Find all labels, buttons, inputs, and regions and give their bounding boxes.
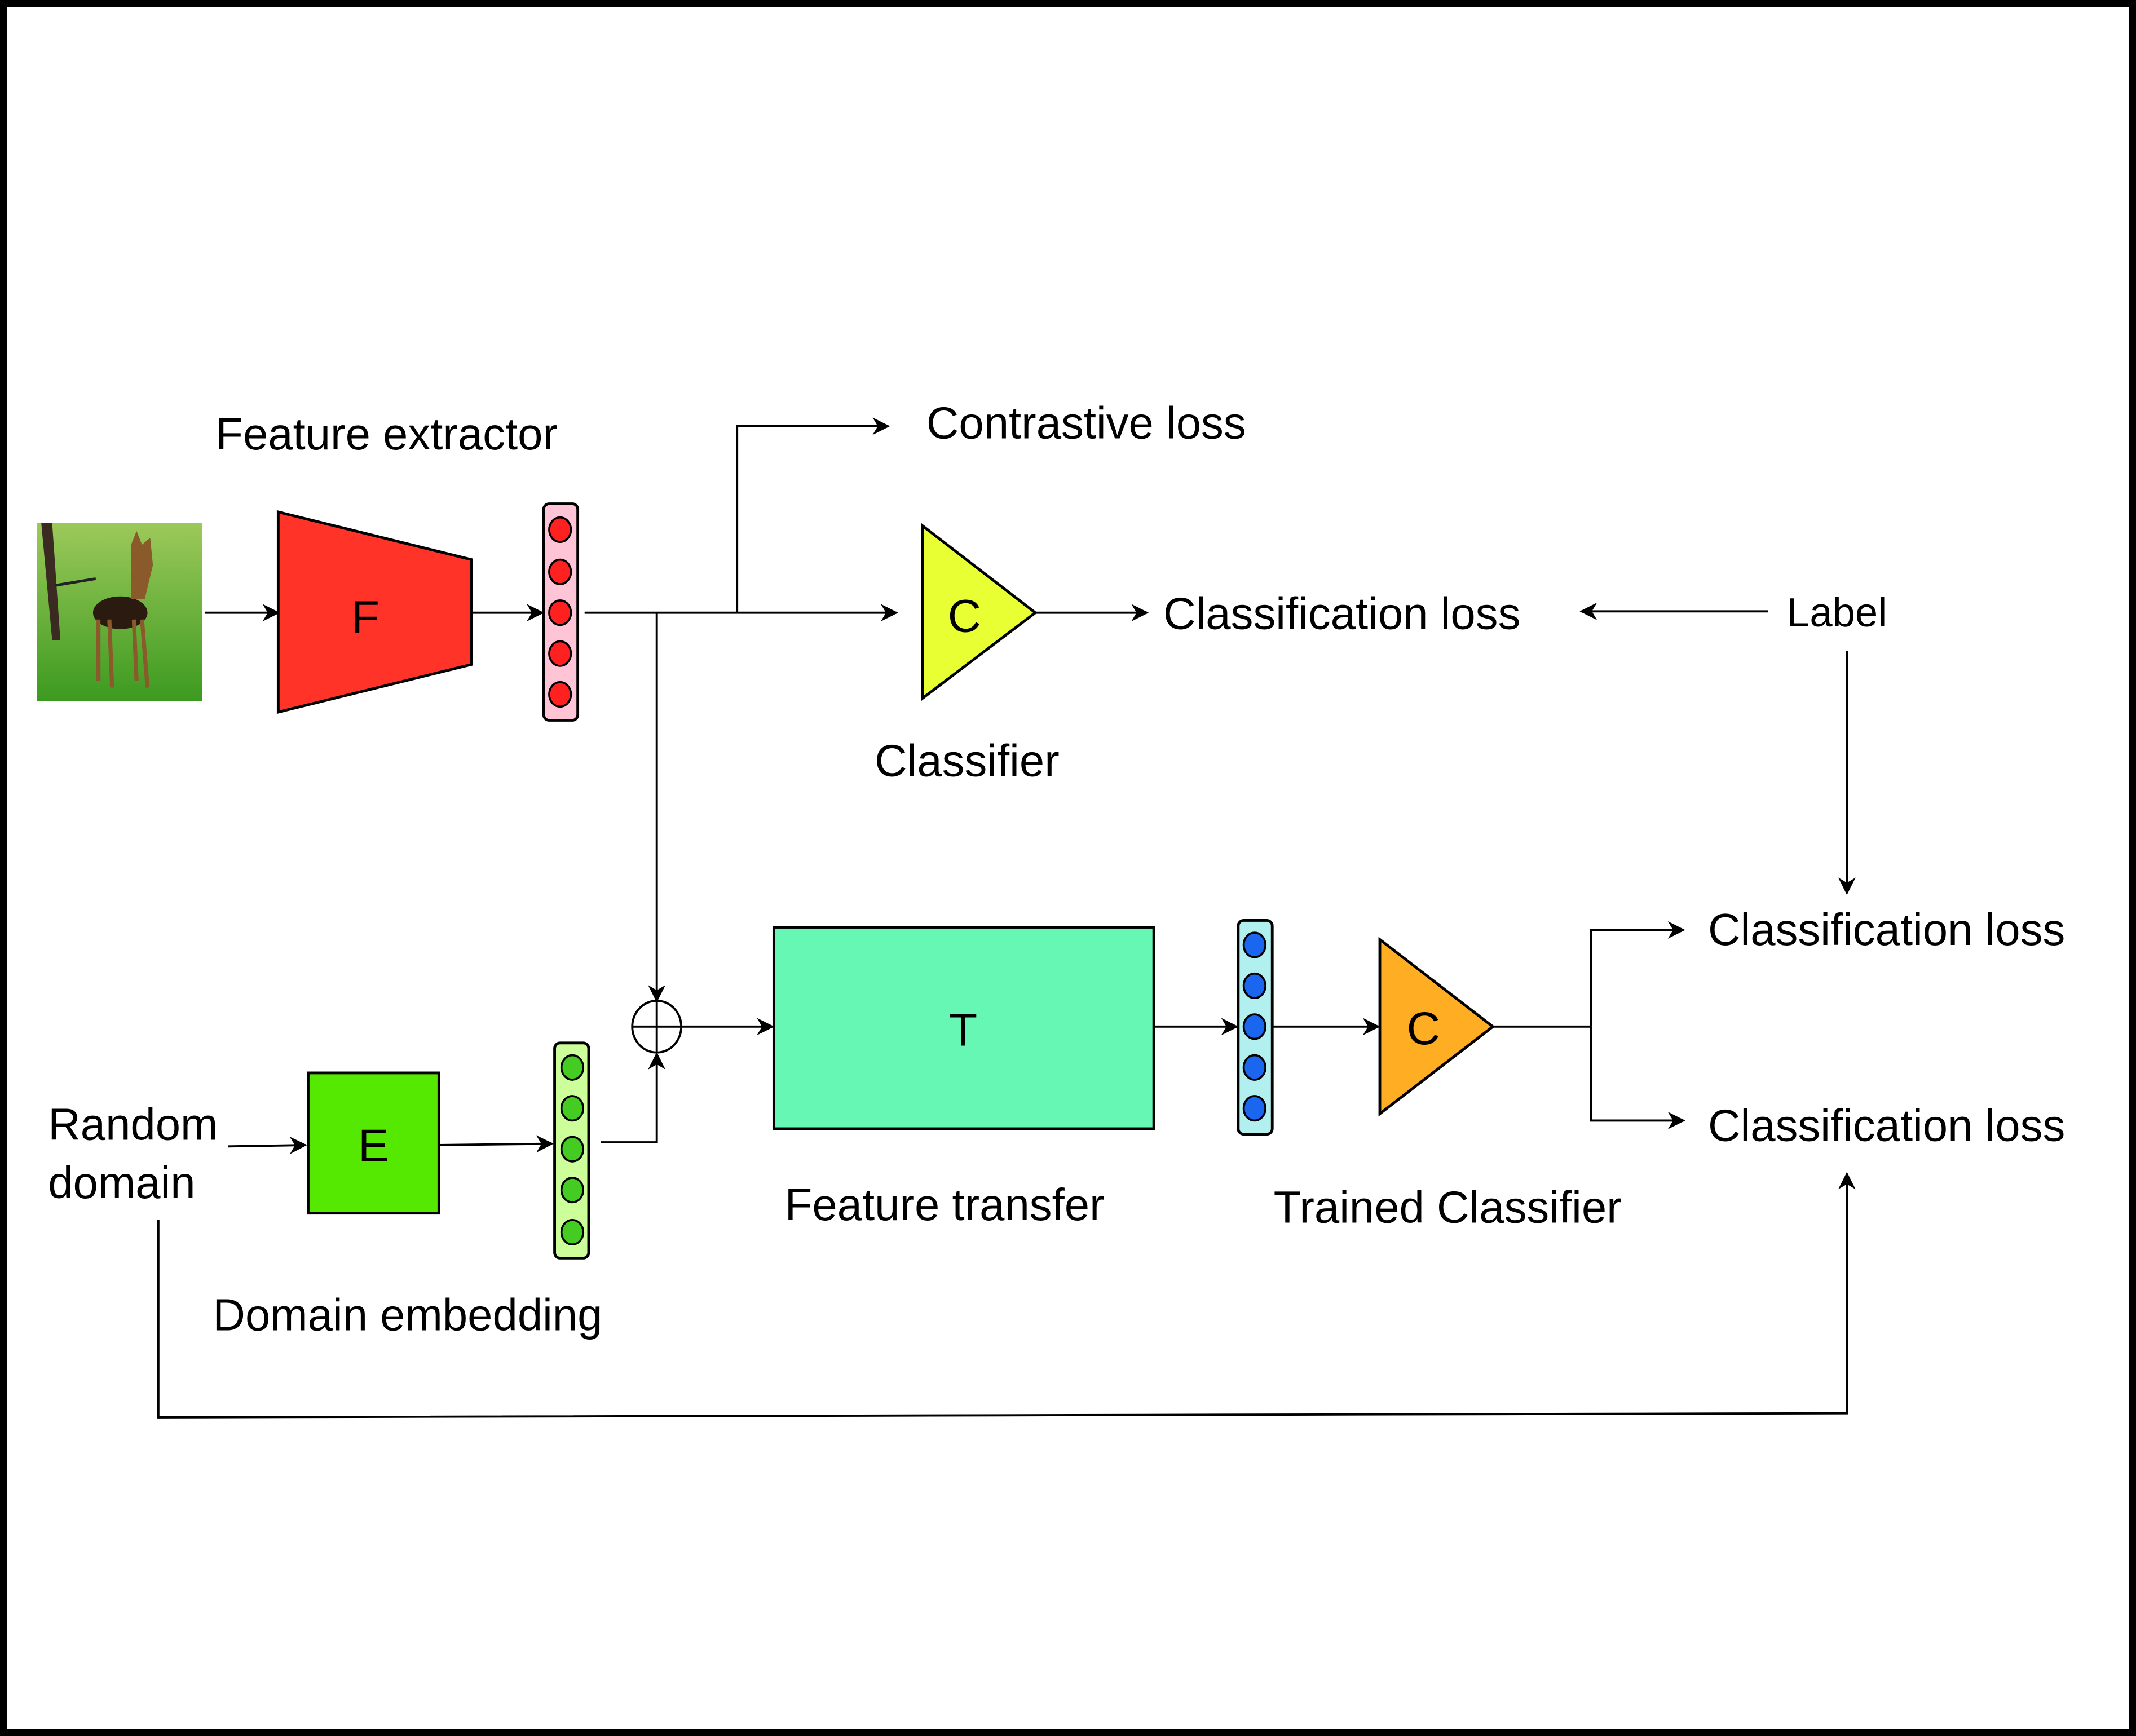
arrow-e-to-vector bbox=[439, 1135, 554, 1153]
arrow-domain-vector-to-combine bbox=[601, 1052, 666, 1144]
feature-transfer-letter: T bbox=[949, 1005, 977, 1056]
feature-transfer-block bbox=[772, 926, 1155, 1130]
vector-node bbox=[1242, 931, 1266, 958]
vector-node bbox=[548, 640, 572, 667]
label-text: Label bbox=[1787, 590, 1887, 635]
domain-embedding-label: Domain embedding bbox=[213, 1289, 602, 1340]
domain-encoder-block bbox=[307, 1071, 440, 1215]
vector-node bbox=[548, 681, 572, 708]
trained-classifier-label: Trained Classifier bbox=[1274, 1182, 1622, 1233]
trained-classifier-letter: C bbox=[1407, 1003, 1440, 1054]
classification-loss-top-label: Classification loss bbox=[1163, 589, 1520, 639]
vector-node bbox=[548, 516, 572, 543]
vector-node bbox=[548, 599, 572, 626]
circle-plus-icon bbox=[631, 1000, 683, 1054]
vector-node bbox=[1242, 1095, 1266, 1122]
random-domain-label-line2: domain bbox=[48, 1158, 195, 1208]
classifier-letter: C bbox=[948, 591, 981, 642]
domain-embedding-vector bbox=[553, 1041, 590, 1260]
vector-node bbox=[560, 1177, 585, 1204]
transferred-feature-vector bbox=[1237, 919, 1274, 1136]
arrow-to-right-loss-1 bbox=[1590, 921, 1685, 1027]
vector-node bbox=[560, 1054, 585, 1081]
arrow-random-domain-to-e bbox=[227, 1136, 307, 1154]
feature-transfer-label: Feature transfer bbox=[785, 1180, 1105, 1230]
domain-encoder-letter: E bbox=[358, 1120, 389, 1172]
arrow-random-domain-to-right-loss bbox=[157, 1172, 1856, 1419]
classification-loss-right-2-label: Classification loss bbox=[1708, 1101, 2065, 1151]
input-image bbox=[37, 523, 202, 701]
classifier-block bbox=[921, 523, 1038, 701]
vector-node bbox=[1242, 1054, 1266, 1081]
extracted-feature-vector bbox=[542, 502, 580, 722]
arrow-to-right-loss-2 bbox=[1590, 1026, 1685, 1129]
feature-extractor-letter: F bbox=[351, 592, 379, 643]
vector-node bbox=[560, 1218, 585, 1246]
vector-node bbox=[1242, 1013, 1266, 1040]
vector-node bbox=[548, 558, 572, 585]
feature-extractor-label: Feature extractor bbox=[215, 409, 558, 459]
trained-classifier-block bbox=[1378, 937, 1495, 1117]
vector-node bbox=[1242, 972, 1266, 999]
classification-loss-right-1-label: Classification loss bbox=[1708, 904, 2065, 955]
vector-node bbox=[560, 1095, 585, 1122]
arrow-to-contrastive-loss bbox=[736, 417, 890, 613]
contrastive-loss-label: Contrastive loss bbox=[926, 398, 1246, 448]
feature-extractor-block bbox=[276, 510, 473, 714]
dog-icon bbox=[92, 596, 148, 629]
vector-node bbox=[560, 1136, 585, 1163]
classifier-label: Classifier bbox=[875, 735, 1060, 785]
random-domain-label-line1: Random bbox=[48, 1099, 218, 1149]
